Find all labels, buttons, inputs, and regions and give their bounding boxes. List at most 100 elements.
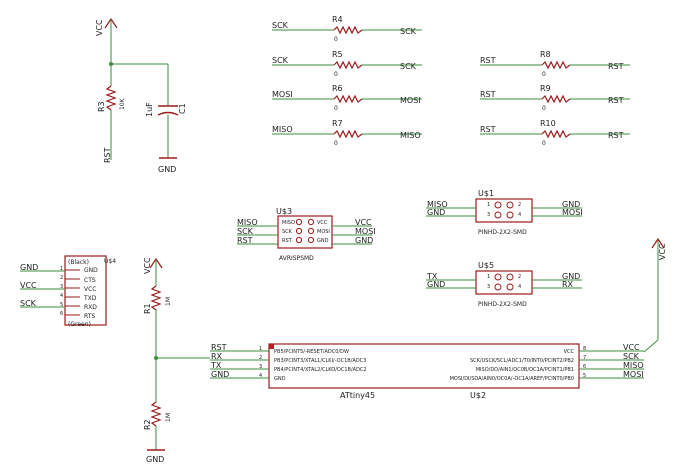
resistor-icon bbox=[333, 94, 363, 104]
r1-r2-divider: VCC R1 1M R2 1M GND bbox=[143, 257, 210, 464]
resistor-value: 0 bbox=[542, 71, 546, 78]
r3-name: R3 bbox=[97, 101, 106, 112]
u1-value: PINHD-2X2-SMD bbox=[478, 229, 527, 236]
resistor-value: 0 bbox=[542, 105, 546, 112]
u3-pin: SCK bbox=[282, 229, 293, 235]
u3-pin: VCC bbox=[317, 220, 328, 226]
right-vcc: VCC bbox=[643, 237, 667, 353]
u1-pin: 4 bbox=[518, 212, 521, 218]
u4-pin-number: 1 bbox=[60, 266, 63, 272]
u2-pin-label: VCC bbox=[564, 349, 575, 355]
u5-net-label: RX bbox=[562, 280, 574, 289]
resistor-value: 0 bbox=[334, 105, 338, 112]
net-label: SCK bbox=[400, 27, 417, 36]
pin-pad-icon bbox=[307, 236, 315, 244]
resistor-name: R9 bbox=[540, 84, 551, 93]
u2-pin-label: PB4/PCINT4/XTAL2/CLKO/OC1B/ADC2 bbox=[274, 367, 367, 373]
u4-pin-number: 3 bbox=[60, 284, 63, 290]
u2-net-label: TX bbox=[210, 361, 222, 370]
u4-pin-label: RXD bbox=[84, 304, 97, 311]
u2-value: ATtiny45 bbox=[340, 391, 375, 400]
u4-pin-label: RTS bbox=[84, 313, 95, 320]
u5-value: PINHD-2X2-SMD bbox=[478, 301, 527, 308]
u2-pin-label: PB5/PCINT5/-RESET/ADC0/DW bbox=[274, 349, 349, 355]
u2-net-label: MOSI bbox=[623, 370, 644, 379]
u3-pin: RST bbox=[282, 238, 293, 244]
u3-avrisp: U$3 MISO SCK RST VCC MOSI GND MISO SCK R… bbox=[237, 207, 376, 262]
u3-pin: GND bbox=[317, 238, 329, 244]
u3-net-label: GND bbox=[355, 236, 373, 245]
u4-net-label: VCC bbox=[20, 281, 37, 290]
u4-pin-label: TXD bbox=[83, 295, 97, 302]
reset-circuit: VCC R3 10K RST 1uF C1 GND bbox=[95, 17, 187, 174]
pin-pad-icon bbox=[295, 218, 303, 226]
r2-value: 1M bbox=[165, 413, 172, 422]
u4-body bbox=[64, 255, 107, 326]
resistor-icon bbox=[541, 94, 571, 104]
u2-body bbox=[268, 343, 580, 389]
pin-pad-icon bbox=[494, 273, 502, 281]
u5-net-label: GND bbox=[427, 280, 445, 289]
u1-pin: 1 bbox=[487, 202, 490, 208]
u1-pin: 3 bbox=[487, 212, 490, 218]
u1-name: U$1 bbox=[478, 189, 494, 198]
u2-pin-number: 5 bbox=[583, 373, 586, 379]
u3-pin: MOSI bbox=[317, 229, 330, 235]
right-vcc-label: VCC bbox=[658, 243, 667, 260]
resistor-value: 0 bbox=[334, 71, 338, 78]
c1-plate-icon bbox=[157, 111, 179, 116]
u5-pin: 3 bbox=[487, 284, 490, 290]
u3-name: U$3 bbox=[276, 207, 292, 216]
resistor-value: 0 bbox=[542, 140, 546, 147]
net-label: RST bbox=[608, 62, 624, 71]
u2-pin-number: 8 bbox=[583, 346, 586, 352]
r2-name: R2 bbox=[143, 419, 152, 430]
u2-net-label: VCC bbox=[623, 343, 640, 352]
u1-net-label: GND bbox=[562, 200, 580, 209]
u4-pin-label: CTS bbox=[84, 277, 96, 284]
u4-top-label: (Black) bbox=[68, 259, 89, 266]
pin-pad-icon bbox=[307, 218, 315, 226]
u4-pin-number: 4 bbox=[60, 293, 63, 299]
r3-resistor-icon bbox=[105, 85, 117, 111]
c1-value: 1uF bbox=[145, 102, 154, 117]
u4-bottom-label: (Green) bbox=[68, 321, 91, 328]
net-label: RST bbox=[480, 125, 496, 134]
net-label: RST bbox=[608, 96, 624, 105]
u2-pin-label: GND bbox=[274, 376, 286, 382]
u2-pin-number: 2 bbox=[259, 355, 262, 361]
u4-net-label: GND bbox=[20, 263, 38, 272]
u5-body bbox=[475, 270, 533, 295]
resistor-icon bbox=[333, 60, 363, 70]
r1-value: 1M bbox=[165, 297, 172, 306]
resistor-name: R10 bbox=[540, 119, 556, 128]
pin-pad-icon bbox=[506, 283, 514, 291]
net-label: SCK bbox=[272, 56, 289, 65]
u3-net-label: MOSI bbox=[355, 227, 376, 236]
u4-name: U$4 bbox=[104, 258, 116, 265]
u2-net-label: RX bbox=[211, 352, 223, 361]
u5-header: U$5 1 2 3 4 TX GND GND RX PINHD-2X2-SMD bbox=[426, 261, 582, 308]
u2-pin-number: 4 bbox=[259, 373, 262, 379]
resistor-name: R4 bbox=[332, 15, 343, 24]
r1-resistor-icon bbox=[150, 285, 162, 311]
u3-pin: MISO bbox=[282, 220, 295, 226]
wire bbox=[643, 339, 659, 353]
resistor-value: 0 bbox=[334, 140, 338, 147]
pin-pad-icon bbox=[494, 201, 502, 209]
series-resistors: SCKSCKR40SCKSCKR50MOSIMOSIR60MISOMISOR70… bbox=[272, 15, 630, 147]
pin-pad-icon bbox=[494, 283, 502, 291]
resistor-name: R7 bbox=[332, 119, 343, 128]
u4-ftdi-connector: (Black) U$4 GND CTS VCC TXD RXD RTS 1 2 … bbox=[20, 255, 116, 328]
u2-net-label: SCK bbox=[623, 352, 640, 361]
u1-header: U$1 1 2 3 4 MISO GND GND MOSI PINHD-2X2-… bbox=[426, 189, 583, 236]
pin1-marker-icon bbox=[269, 344, 274, 349]
u2-net-label: RST bbox=[211, 343, 227, 352]
u4-pin-label: GND bbox=[84, 267, 98, 274]
r2-gnd-label: GND bbox=[146, 455, 164, 464]
